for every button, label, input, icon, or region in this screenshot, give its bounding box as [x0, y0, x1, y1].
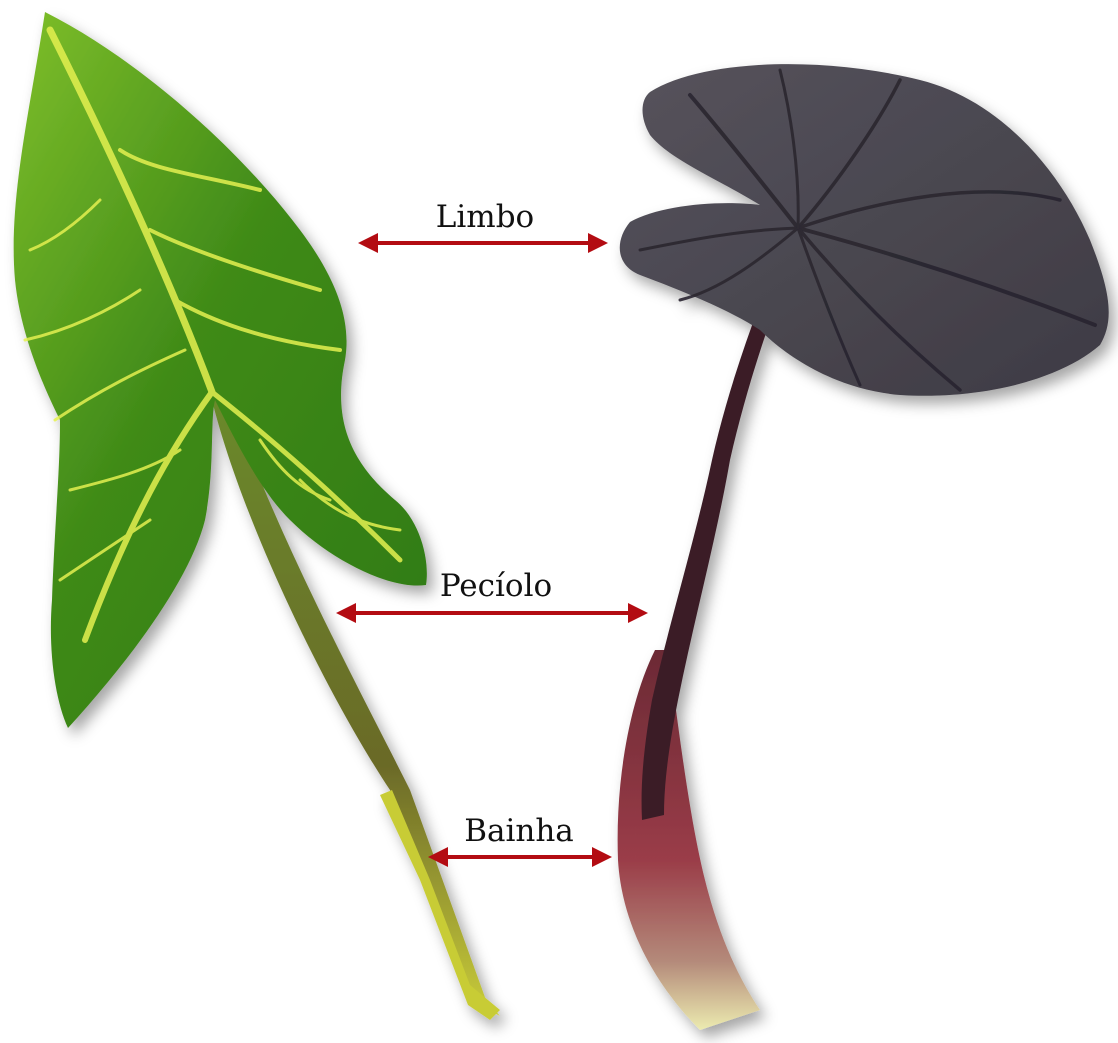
purple-leaf-blade: [620, 64, 1109, 396]
green-leaf: [14, 12, 500, 1020]
green-leaf-blade: [14, 12, 427, 728]
label-petiole: Pecíolo: [440, 568, 552, 604]
purple-leaf: [618, 64, 1109, 1030]
purple-leaf-sheath: [618, 650, 760, 1030]
label-blade-group: Limbo: [362, 199, 604, 243]
label-sheath-group: Bainha: [432, 813, 608, 857]
label-blade: Limbo: [436, 199, 534, 235]
label-sheath: Bainha: [464, 813, 574, 849]
